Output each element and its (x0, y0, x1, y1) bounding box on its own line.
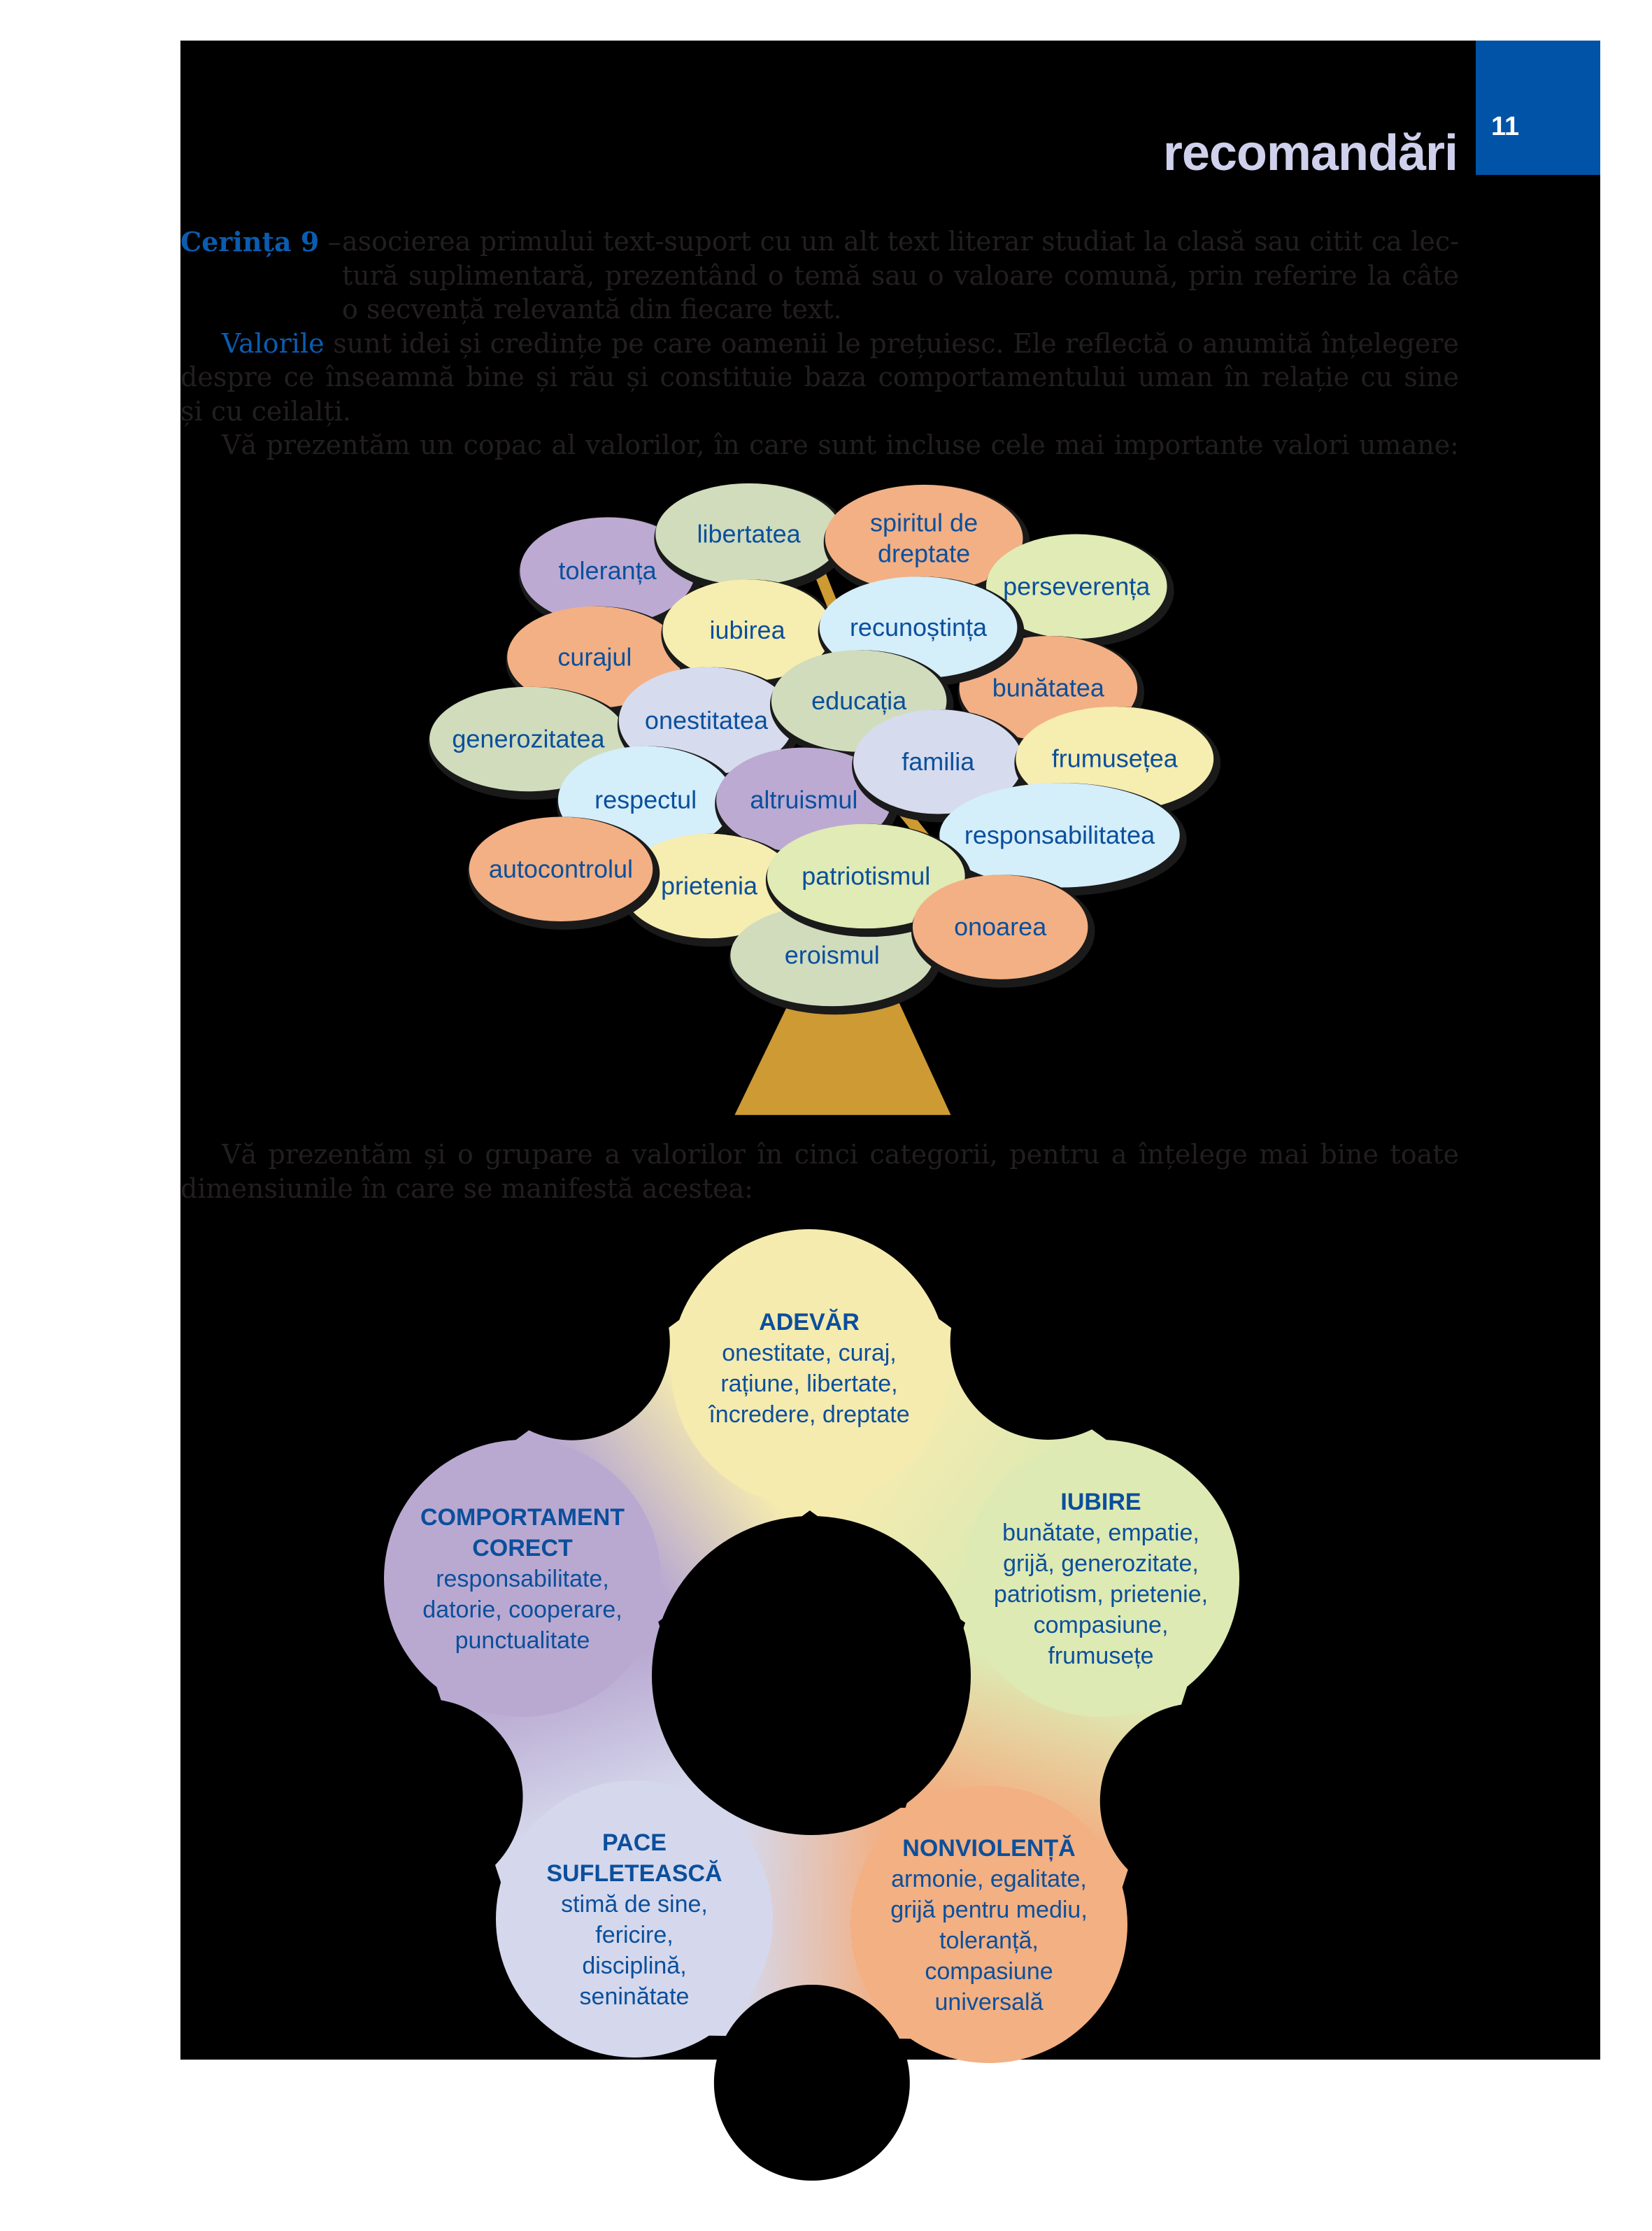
page-number-tab (1476, 41, 1600, 175)
bridge-carve (713, 1984, 910, 2181)
category-item: datorie, cooperare, (422, 1596, 622, 1623)
value-bubble (767, 823, 965, 929)
category-item: universală (935, 1989, 1044, 2016)
category-item: grijă, generozitate, (1003, 1550, 1199, 1577)
value-label: familia (902, 747, 975, 776)
category-item: încredere, dreptate (708, 1401, 909, 1428)
category-title: ADEVĂR (759, 1309, 860, 1336)
category-title: CORECT (472, 1535, 573, 1561)
value-label: bunătatea (992, 674, 1105, 702)
value-label: toleranța (559, 556, 657, 585)
cerinta-label: Cerința 9 (180, 226, 320, 257)
value-label: eroismul (785, 941, 880, 970)
tree-intro: Vă prezentăm un copac al valorilor, în c… (222, 430, 1459, 460)
value-label: spiritul de (870, 509, 978, 537)
cerinta-line-2: tură suplimentară, prezentând o temă sau… (342, 260, 1459, 291)
value-label: perseverența (1003, 572, 1151, 600)
category-item: armonie, egalitate, (891, 1866, 1087, 1892)
category-circle (496, 1780, 773, 2058)
value-label: responsabilitatea (964, 821, 1155, 849)
category-item: fericire, (595, 1922, 673, 1948)
value-bubble (655, 483, 842, 586)
category-item: punctualitate (455, 1627, 590, 1654)
valorile-line-1: Valorile sunt idei și credințe pe care o… (222, 328, 1459, 362)
category-item: compasiune (925, 1958, 1053, 1985)
value-bubble (853, 709, 1023, 814)
category-title: IUBIRE (1060, 1489, 1141, 1515)
value-label: prietenia (661, 872, 758, 900)
value-bubble (912, 874, 1088, 979)
value-label: dreptate (878, 539, 970, 568)
value-label: altruismul (750, 785, 857, 814)
category-title: PACE (602, 1829, 667, 1856)
value-label: respectul (594, 785, 697, 814)
value-bubble (825, 484, 1023, 593)
valorile-line-2: despre ce înseamnă bine și rău și consti… (180, 362, 1459, 392)
valorile-text-1: sunt idei și credințe pe care oamenii le… (324, 328, 1459, 359)
category-item: rațiune, libertate, (720, 1371, 897, 1397)
page-number: 11 (1491, 112, 1520, 141)
valorile-line-3: și cu ceilalți. (180, 396, 351, 427)
bridge-carve (473, 1244, 670, 1440)
cerinta-line-3: o secvență relevantă din fiecare text. (342, 294, 842, 325)
value-label: autocontrolul (489, 854, 633, 883)
value-label: onestitatea (645, 706, 769, 735)
value-bubble (520, 517, 695, 625)
bridge-carve (950, 1243, 1146, 1440)
value-bubble (469, 816, 653, 922)
value-label: libertatea (697, 520, 802, 548)
category-item: onestitate, curaj, (722, 1340, 896, 1366)
value-bubble (507, 606, 683, 709)
categories-intro-1: Vă prezentăm și o grupare a valorilor în… (222, 1139, 1459, 1170)
value-label: educația (811, 686, 907, 715)
category-item: stimă de sine, (561, 1891, 708, 1918)
category-item: toleranță, (939, 1927, 1039, 1954)
value-label: iubirea (710, 616, 786, 644)
value-label: patriotismul (802, 861, 930, 890)
value-bubble (429, 686, 627, 792)
category-circle (671, 1229, 948, 1506)
section-title: recomandări (1162, 125, 1458, 181)
value-label: curajul (557, 642, 632, 671)
diagram-center-hole (652, 1516, 971, 1835)
category-title: COMPORTAMENT (420, 1504, 625, 1531)
value-label: frumusețea (1052, 744, 1179, 773)
bridge-carve (1099, 1703, 1296, 1899)
cerinta-line-1: asocierea primului text-suport cu un alt… (342, 226, 1459, 257)
category-item: frumusețe (1048, 1643, 1153, 1669)
category-item: patriotism, prietenie, (994, 1581, 1208, 1608)
bridge-carve (327, 1699, 523, 1895)
value-label: onoarea (954, 912, 1047, 941)
category-item: compasiune, (1034, 1612, 1169, 1638)
category-circle (962, 1440, 1239, 1717)
category-title: SUFLETEASCĂ (546, 1860, 722, 1887)
category-circle (850, 1786, 1127, 2063)
cerinta-label-line: Cerința 9 – (180, 226, 1459, 260)
value-bubble (662, 579, 832, 681)
categories-intro-2: dimensiunile în care se manifestă aceste… (180, 1173, 753, 1204)
category-circle (384, 1440, 661, 1717)
category-item: bunătate, empatie, (1002, 1520, 1199, 1546)
category-item: disciplină, (582, 1953, 686, 1979)
value-label: generozitatea (452, 724, 605, 753)
cerinta-dash: – (319, 227, 341, 257)
category-item: seninătate (580, 1983, 690, 2010)
category-title: NONVIOLENȚĂ (902, 1835, 1075, 1862)
tree-trunk (734, 989, 951, 1115)
value-bubble (985, 534, 1167, 639)
value-bubble (621, 833, 797, 939)
category-item: responsabilitate, (436, 1566, 609, 1592)
value-bubble (939, 783, 1180, 888)
value-label: recunoștința (850, 613, 988, 642)
category-item: grijă pentru mediu, (890, 1897, 1088, 1923)
valorile-label: Valorile (222, 328, 325, 359)
